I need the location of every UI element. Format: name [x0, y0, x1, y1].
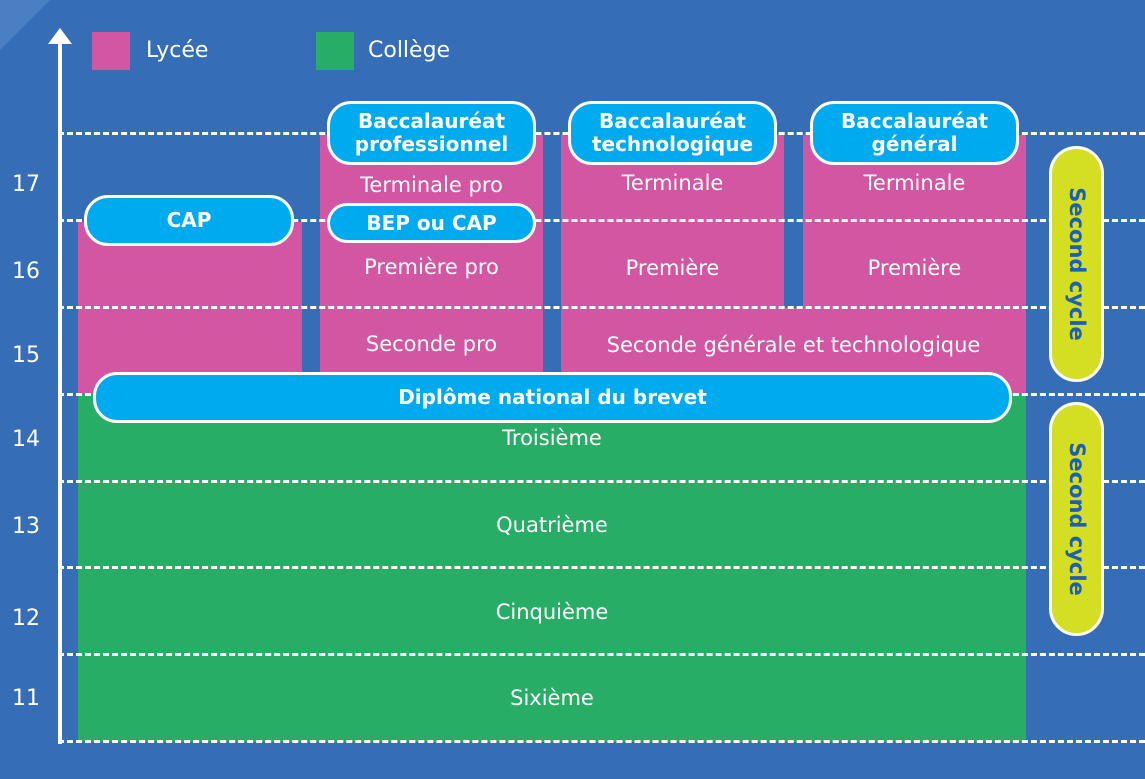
age-tick: 17 — [12, 172, 40, 197]
legend-swatch-lycee — [92, 32, 130, 70]
level-terminale-general: Terminale — [863, 171, 966, 195]
age-gridline — [58, 653, 1145, 656]
bac-techno-pill: Baccalauréat technologique — [568, 101, 777, 165]
age-gridline — [58, 480, 1145, 483]
bac-techno-label: Baccalauréat technologique — [591, 109, 754, 156]
age-tick: 14 — [12, 427, 40, 452]
brevet-pill: Diplôme national du brevet — [93, 372, 1012, 423]
level-sixieme: Sixième — [510, 686, 594, 710]
level-terminale-pro: Terminale pro — [360, 173, 503, 197]
cap-label: CAP — [166, 208, 212, 232]
cap-pill: CAP — [84, 195, 294, 246]
age-gridline — [58, 740, 1145, 743]
level-cinquieme: Cinquième — [495, 600, 609, 624]
age-gridline — [58, 306, 1145, 309]
age-tick: 15 — [12, 343, 40, 368]
legend-swatch-college — [316, 32, 354, 70]
level-premiere-techno: Première — [625, 256, 720, 280]
age-gridline — [58, 566, 1145, 569]
age-tick: 16 — [12, 259, 40, 284]
brevet-label: Diplôme national du brevet — [398, 385, 707, 409]
level-seconde-pro: Seconde pro — [365, 332, 498, 356]
cycle-badge-lycee: Second cycle — [1049, 146, 1104, 382]
level-quatrieme: Quatrième — [496, 513, 608, 537]
age-gridline — [58, 219, 1145, 222]
corner-decoration — [0, 0, 50, 50]
bep-cap-pill: BEP ou CAP — [327, 203, 536, 243]
level-terminale-techno: Terminale — [621, 171, 724, 195]
cycle-badge-college: Second cycle — [1049, 402, 1104, 636]
age-tick: 13 — [12, 514, 40, 539]
level-premiere-general: Première — [867, 256, 962, 280]
cycle-label-lycee: Second cycle — [1064, 187, 1089, 341]
age-tick: 11 — [12, 686, 40, 711]
level-seconde-gt: Seconde générale et technologique — [606, 333, 981, 357]
bac-general-label: Baccalauréat général — [840, 109, 989, 156]
age-tick: 12 — [12, 606, 40, 631]
bac-pro-label: Baccalauréat professionnel — [354, 109, 509, 156]
bac-pro-pill: Baccalauréat professionnel — [327, 101, 536, 165]
bep-cap-label: BEP ou CAP — [366, 210, 497, 235]
pro-track-block — [320, 135, 543, 394]
cycle-label-college: Second cycle — [1064, 442, 1089, 596]
age-axis-line — [58, 40, 62, 744]
level-premiere-pro: Première pro — [364, 255, 499, 279]
axis-arrow-icon — [48, 28, 72, 44]
level-troisieme: Troisième — [502, 426, 602, 450]
legend-label-lycee: Lycée — [146, 38, 209, 63]
bac-general-pill: Baccalauréat général — [810, 101, 1019, 165]
legend-label-college: Collège — [368, 38, 451, 63]
